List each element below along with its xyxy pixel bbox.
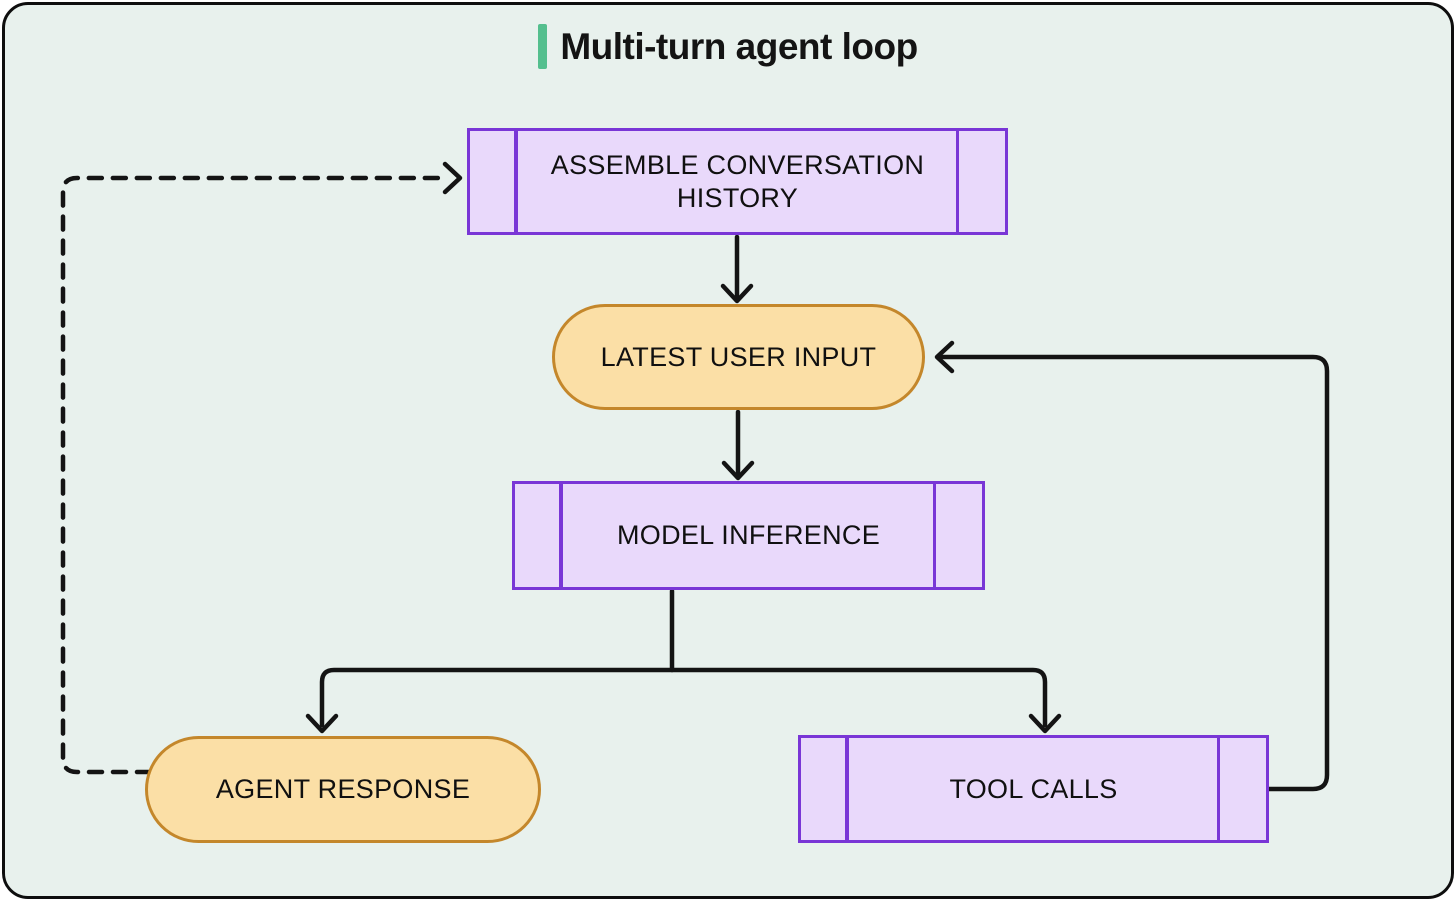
subroutine-stripe	[559, 484, 563, 587]
node-label: AGENT RESPONSE	[215, 774, 471, 805]
node-label: LATEST USER INPUT	[600, 341, 877, 372]
node-agent-response: AGENT RESPONSE	[145, 736, 541, 843]
node-tool-calls: TOOL CALLS	[798, 735, 1269, 843]
node-latest-user-input: LATEST USER INPUT	[552, 304, 925, 410]
subroutine-stripe	[514, 131, 518, 232]
title-accent-bar	[538, 24, 548, 69]
subroutine-stripe	[932, 484, 936, 587]
page-title: Multi-turn agent loop	[560, 25, 918, 67]
diagram-title-row: Multi-turn agent loop	[0, 24, 1456, 69]
node-label: MODEL INFERENCE	[616, 520, 881, 551]
subroutine-stripe	[955, 131, 959, 232]
node-assemble-conversation-history: ASSEMBLE CONVERSATION HISTORY	[467, 128, 1008, 235]
node-label: TOOL CALLS	[949, 773, 1118, 804]
subroutine-stripe	[845, 738, 849, 840]
node-label: ASSEMBLE CONVERSATION HISTORY	[550, 149, 925, 213]
node-model-inference: MODEL INFERENCE	[512, 481, 985, 590]
subroutine-stripe	[1216, 738, 1220, 840]
